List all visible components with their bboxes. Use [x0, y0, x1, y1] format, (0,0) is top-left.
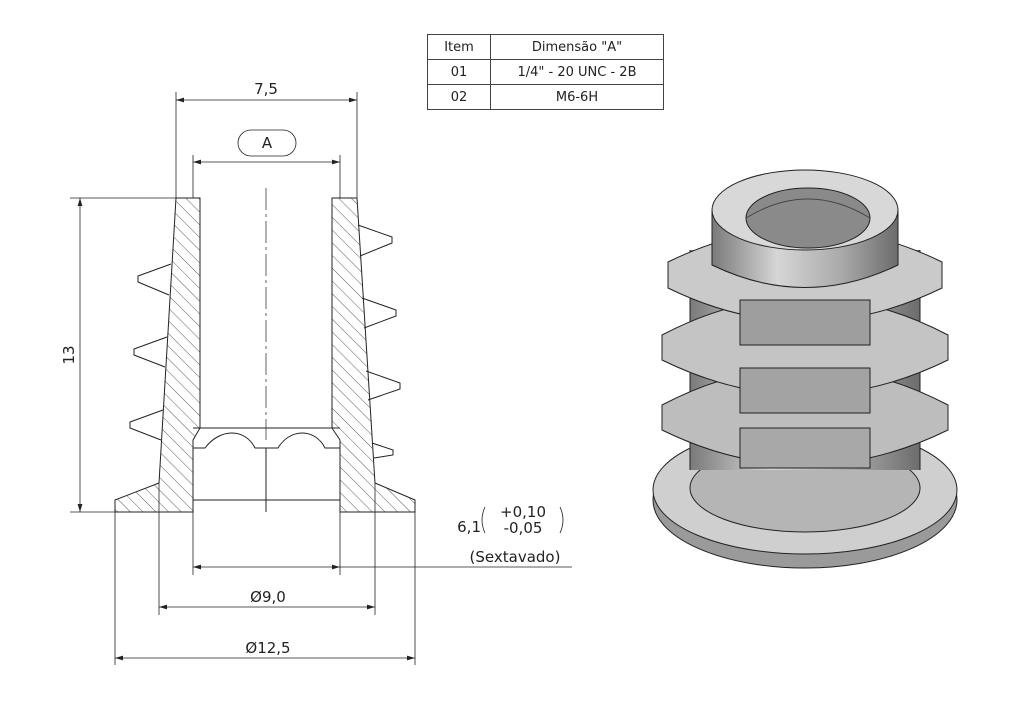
section-view — [114, 188, 416, 513]
header-dimension: Dimensão "A" — [490, 34, 664, 60]
body-diameter-dim: Ø9,0 — [250, 588, 286, 606]
isometric-view — [652, 169, 958, 569]
thread-label: A — [262, 134, 273, 152]
table-row: 01 1/4" - 20 UNC - 2B — [427, 59, 664, 85]
hex-note: (Sextavado) — [470, 548, 561, 566]
cell-dimension: M6-6H — [490, 84, 664, 110]
flange-diameter-dim: Ø12,5 — [245, 639, 290, 657]
cell-dimension: 1/4" - 20 UNC - 2B — [490, 59, 664, 85]
hex-tol-upper: +0,10 — [500, 503, 546, 521]
dimension-lines — [70, 92, 572, 665]
thread-label-bubble — [237, 129, 297, 157]
header-item: Item — [427, 34, 491, 60]
table-header-row: Item Dimensão "A" — [427, 34, 664, 60]
hex-tol-lower: -0,05 — [504, 519, 543, 537]
table-row: 02 M6-6H — [427, 84, 664, 110]
height-dim: 13 — [60, 345, 78, 364]
dimension-table: Item Dimensão "A" 01 1/4" - 20 UNC - 2B … — [427, 34, 664, 110]
top-width-dim: 7,5 — [254, 80, 278, 98]
dimension-texts: 7,5 A 13 6,1 +0,10 -0,05 (Sextavado) Ø9,… — [60, 80, 560, 657]
hex-value: 6,1 — [457, 518, 481, 536]
